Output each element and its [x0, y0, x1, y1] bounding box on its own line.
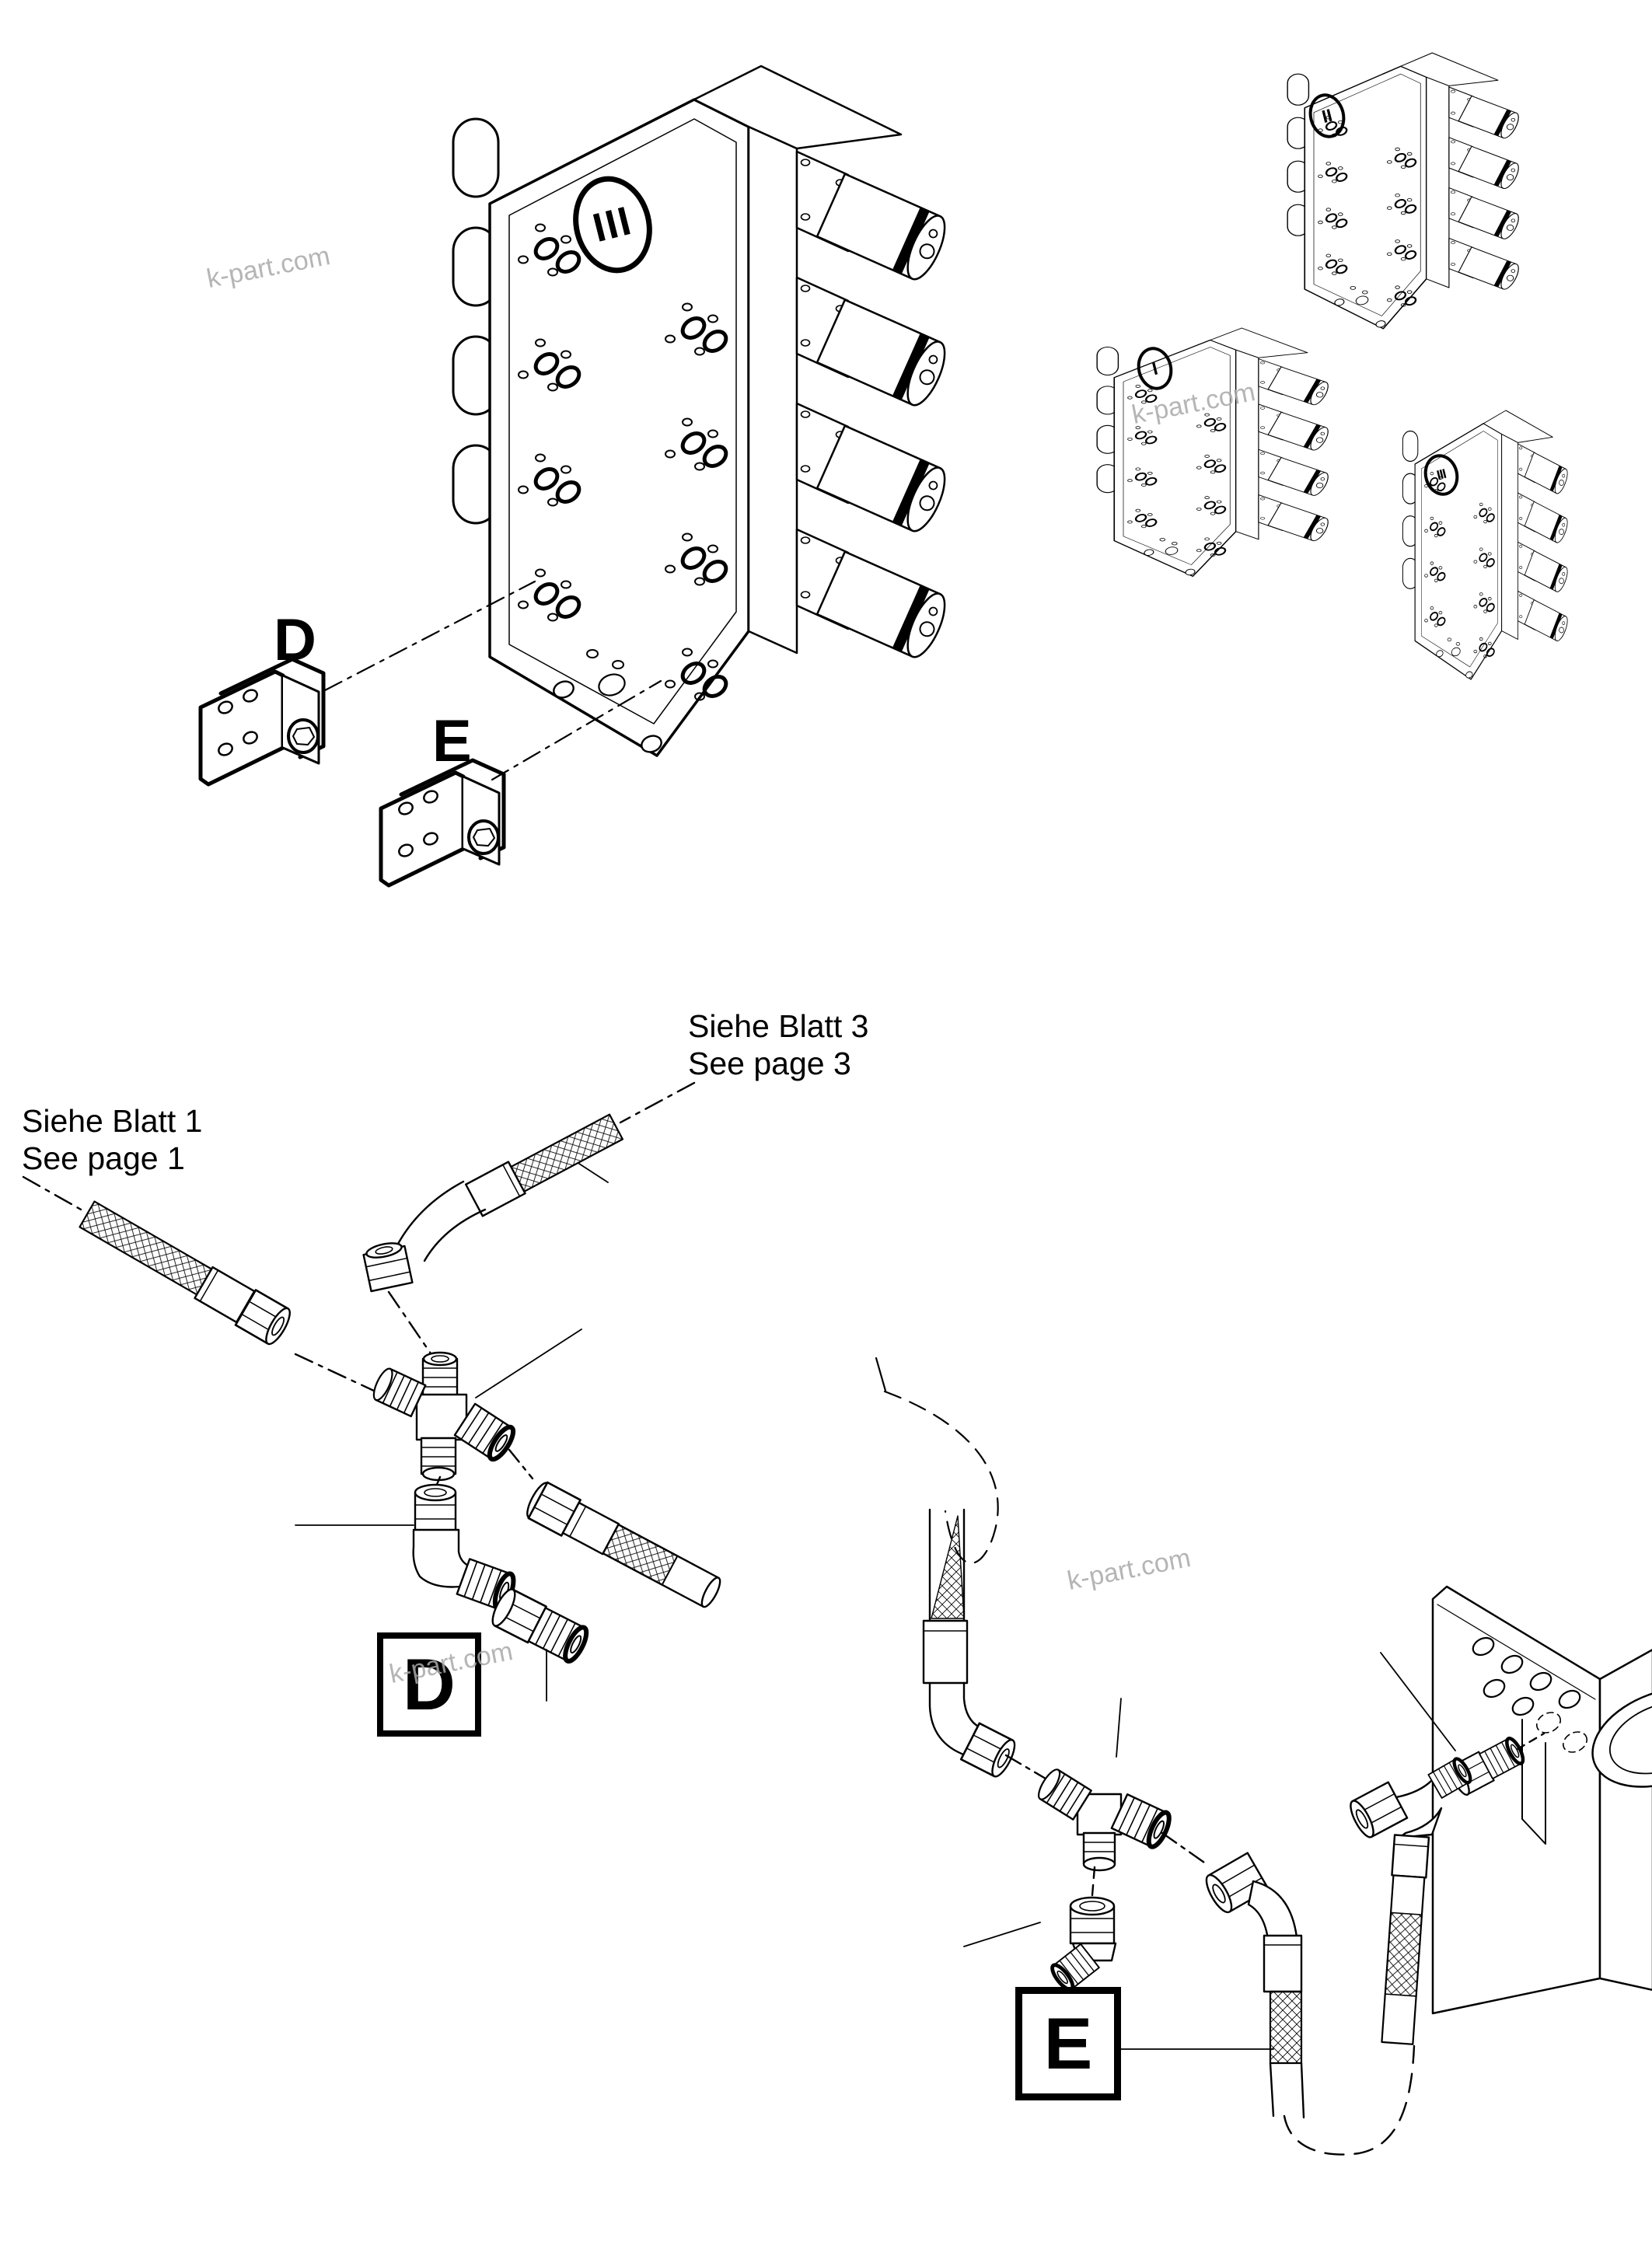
callout-d-boxed: D: [377, 1632, 481, 1737]
note-page3: Siehe Blatt 3 See page 3: [688, 1007, 869, 1082]
marker-block-iii-small-label: III: [1435, 466, 1448, 484]
note-page1: Siehe Blatt 1 See page 1: [22, 1102, 203, 1177]
cross-fitting-left: [368, 1329, 582, 1488]
hose-page3: [362, 1081, 696, 1357]
machine-block: [1431, 1585, 1652, 2015]
hose-d-branch: [526, 1481, 721, 1608]
cartridge-block-e: [381, 760, 504, 885]
marker-block-i-label: I: [1150, 358, 1160, 379]
routing-dashed-loop: [875, 1356, 999, 1564]
callout-d-boxed-letter: D: [403, 1643, 456, 1725]
callout-d-top: D: [274, 607, 316, 673]
valve-block-III-small: [1402, 410, 1570, 679]
callout-e-boxed-letter: E: [1043, 2002, 1093, 2084]
hose-e-vertical: [922, 1508, 1047, 1780]
callout-e-top: E: [432, 708, 472, 774]
machine-block-fittings: [1350, 1652, 1545, 2045]
main-valve-block: [453, 66, 952, 756]
marker-block-ii-label: II: [1319, 104, 1335, 127]
hose-e-curved: [1120, 1852, 1416, 2156]
note-page1-en: See page 1: [22, 1140, 185, 1176]
cartridge-block-d: [201, 659, 323, 784]
elbow-adapter-below-tee: [963, 1896, 1117, 1992]
leader-dashdot-lines-top: [323, 580, 662, 781]
callout-e-boxed: E: [1015, 1987, 1121, 2100]
tee-fitting-e: [1033, 1698, 1208, 1897]
marker-main-block-label: III: [589, 197, 637, 252]
hose-page1: [22, 1175, 389, 1398]
stud-fitting-d: [491, 1588, 591, 1702]
note-page3-de: Siehe Blatt 3: [688, 1008, 869, 1044]
elbow-fitting-d: [295, 1483, 517, 1611]
note-page1-de: Siehe Blatt 1: [22, 1103, 203, 1139]
note-page3-en: See page 3: [688, 1046, 851, 1081]
valve-block-I: [1097, 328, 1332, 576]
